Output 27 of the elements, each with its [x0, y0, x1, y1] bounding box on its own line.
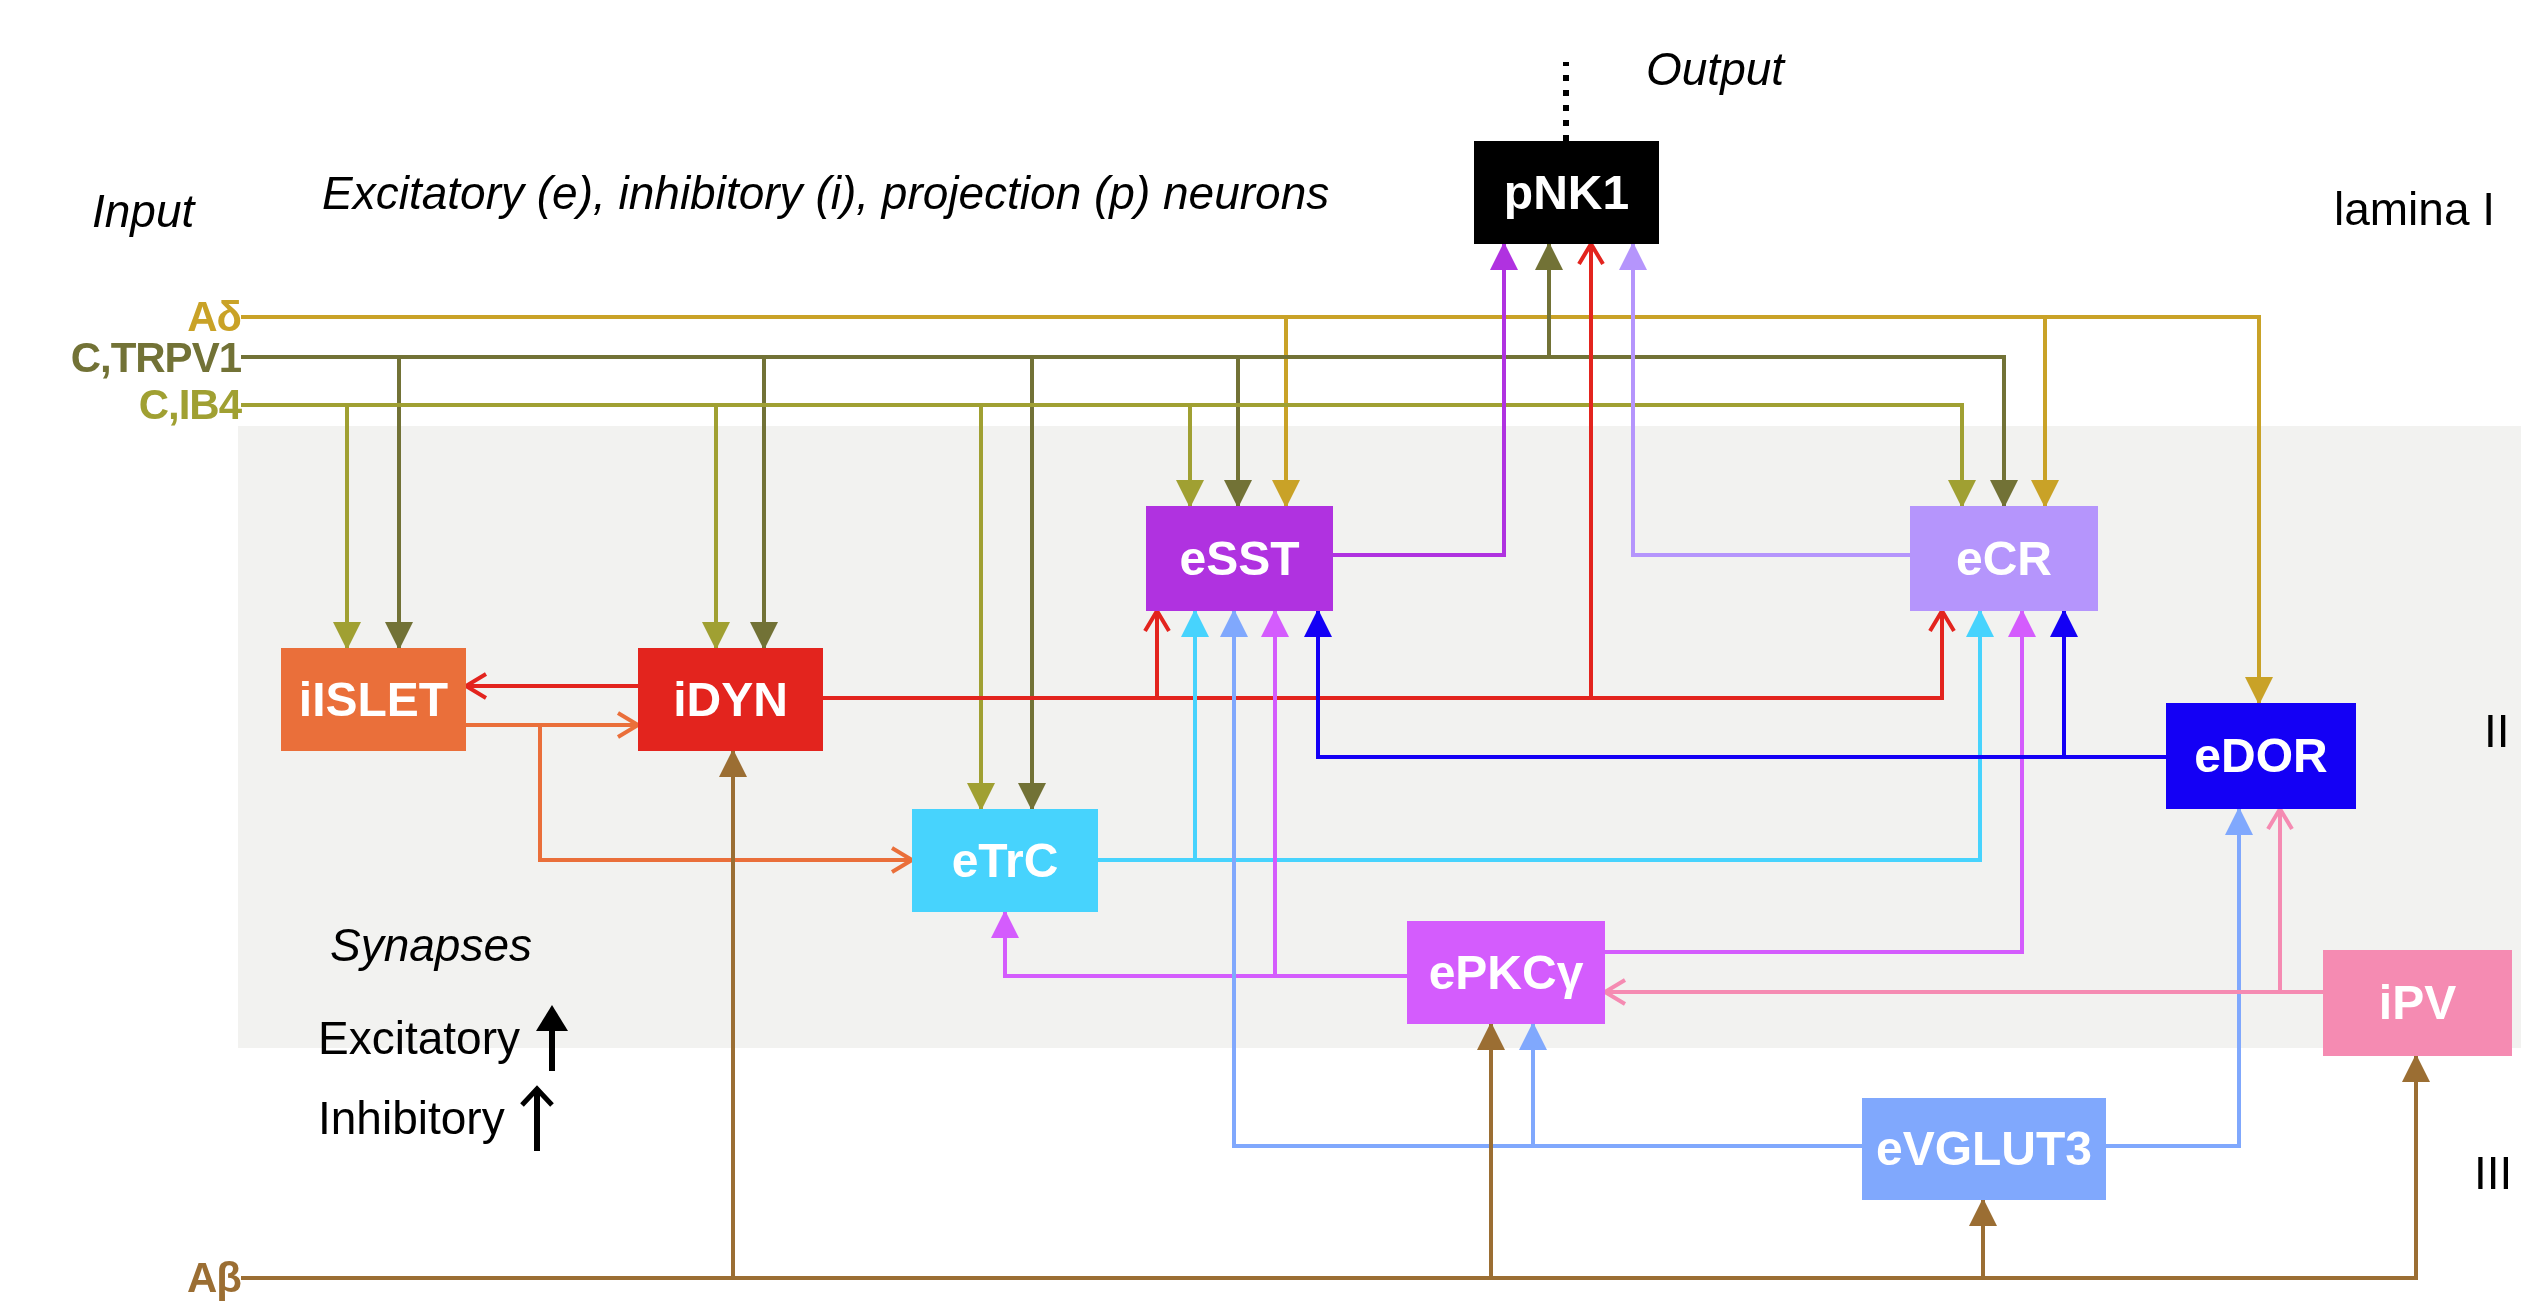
lamina-label: lamina I	[2334, 186, 2496, 232]
arrow	[991, 910, 1407, 978]
arrow	[1333, 242, 1518, 557]
arrow	[241, 315, 2273, 705]
neuron-box: eCR	[1910, 506, 2098, 611]
input-fiber-label: C,IB4	[40, 384, 241, 426]
lamina-label: III	[2474, 1150, 2513, 1196]
input-fiber-label: Aβ	[120, 1257, 241, 1299]
neuron-box: ePKCγ	[1407, 921, 1605, 1024]
lamina-label: II	[2484, 708, 2510, 754]
neuron-box: eSST	[1146, 506, 1333, 611]
neuron-box: iPV	[2323, 950, 2512, 1056]
arrow	[1519, 1022, 1862, 1148]
neuron-box: pNK1	[1474, 141, 1659, 244]
neuron-box: iDYN	[638, 648, 823, 751]
arrow	[2266, 807, 2323, 994]
arrow	[241, 1054, 2430, 1280]
arrow	[1605, 609, 2036, 954]
input-fiber-label: C,TRPV1	[0, 337, 241, 379]
input-fiber-label: Aδ	[100, 296, 241, 338]
arrow	[241, 355, 2018, 508]
neuron-box: iISLET	[281, 648, 466, 751]
neuron-box: eVGLUT3	[1862, 1098, 2106, 1200]
neuron-box: eDOR	[2166, 703, 2356, 809]
arrow	[2106, 807, 2253, 1148]
neuron-box: eTrC	[912, 809, 1098, 912]
arrow	[1619, 242, 1910, 557]
